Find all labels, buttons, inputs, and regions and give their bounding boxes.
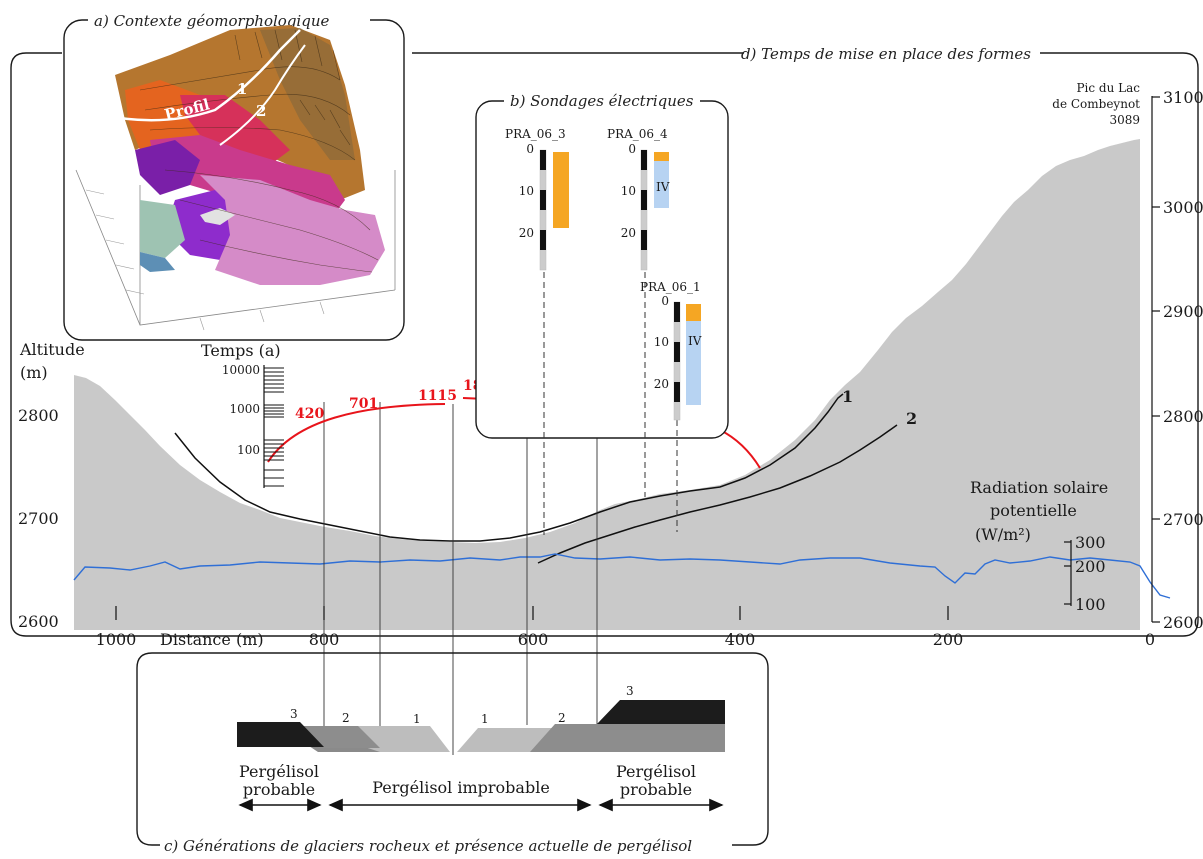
- profile-line-1: [174, 393, 844, 542]
- generation-label: 3: [626, 684, 634, 698]
- sounding-name: PRA_06_3: [505, 127, 566, 141]
- profile-line-2-label: 2: [906, 409, 917, 428]
- depth-tick: 0: [661, 294, 669, 308]
- permafrost-left-label: Pergélisol: [239, 762, 319, 781]
- solar-label: potentielle: [990, 501, 1077, 520]
- solar-unit: (W/m²): [975, 525, 1031, 544]
- terrain-3d-map: Profil 1 2: [75, 25, 396, 331]
- sounding-pra-06-4: PRA_06_4 IV 0 10 20: [607, 127, 670, 271]
- ice-bar: [654, 161, 669, 208]
- depth-tick: 0: [628, 142, 636, 156]
- altitude-tick-right: 3000: [1163, 198, 1203, 217]
- depth-tick: 0: [526, 142, 534, 156]
- zone-label: IV: [688, 334, 702, 348]
- age-axis-tick: 1000: [229, 402, 260, 416]
- glacier-generations-diagram: 3 2 1 1 2 3: [237, 684, 725, 752]
- sounding-connectors: [543, 272, 678, 535]
- ice-bar: [686, 321, 701, 405]
- solar-radiation-line: [73, 553, 1171, 599]
- depth-tick: 10: [621, 184, 636, 198]
- guide-lines: [323, 402, 598, 755]
- panel-d-title: d) Temps de mise en place des formes: [741, 45, 1031, 63]
- depth-tick: 10: [654, 335, 669, 349]
- altitude-label: Altitude: [19, 340, 85, 359]
- frozen-bar: [686, 304, 701, 321]
- panel-a-title: a) Contexte géomorphologique: [94, 12, 329, 30]
- depth-tick: 20: [621, 226, 636, 240]
- distance-tick: 400: [725, 630, 756, 649]
- altitude-tick-right: 3100: [1163, 88, 1203, 107]
- sounding-name: PRA_06_4: [607, 127, 668, 141]
- altitude-unit: (m): [20, 363, 48, 382]
- distance-tick: 600: [518, 630, 549, 649]
- panel-c-frame: [136, 652, 769, 846]
- altitude-tick-right: 2800: [1163, 407, 1203, 426]
- generation-label: 1: [413, 712, 421, 726]
- generation-label: 2: [558, 711, 566, 725]
- age-axis-tick: 10000: [222, 363, 260, 377]
- solar-tick: 300: [1075, 533, 1106, 552]
- solar-label: Radiation solaire: [970, 478, 1108, 497]
- depth-tick: 10: [519, 184, 534, 198]
- permafrost-middle-label: Pergélisol improbable: [372, 778, 550, 797]
- distance-tick: 800: [309, 630, 340, 649]
- peak-name: Pic du Lac: [1076, 81, 1140, 95]
- sounding-pra-06-3: PRA_06_3 0 10 20: [505, 127, 569, 271]
- altitude-tick-left: 2600: [18, 612, 59, 631]
- altitude-tick-right: 2600: [1163, 613, 1203, 632]
- permafrost-right-label: Pergélisol: [616, 762, 696, 781]
- distance-ticks: [115, 606, 949, 620]
- zone-label: IV: [656, 180, 670, 194]
- depth-tick: 20: [654, 377, 669, 391]
- generation-label: 1: [481, 712, 489, 726]
- panel-b-title: b) Sondages électriques: [510, 92, 694, 110]
- inset-line-1-label: 1: [237, 80, 247, 98]
- age-label: 420: [295, 406, 324, 422]
- depth-tick: 20: [519, 226, 534, 240]
- inset-line-2-label: 2: [256, 102, 266, 120]
- panel-d-frame: [10, 52, 1199, 637]
- generation-label: 3: [290, 707, 298, 721]
- frozen-bar: [654, 152, 669, 161]
- profile-line-2: [537, 424, 898, 564]
- distance-tick: 0: [1145, 630, 1155, 649]
- distance-tick: 200: [933, 630, 964, 649]
- profile-line-1-label: 1: [842, 387, 853, 406]
- altitude-tick-right: 2700: [1163, 510, 1203, 529]
- peak-name: de Combeynot: [1052, 97, 1140, 111]
- solar-axis-ticks: [1064, 541, 1071, 605]
- distance-label: Distance (m): [160, 630, 264, 649]
- altitude-tick-left: 2700: [18, 509, 59, 528]
- permafrost-right-label: probable: [620, 780, 692, 799]
- age-axis-tick: 100: [237, 443, 260, 457]
- sounding-name: PRA_06_1: [640, 280, 701, 294]
- panel-c-title: c) Générations de glaciers rocheux et pr…: [164, 837, 692, 855]
- solar-tick: 100: [1075, 595, 1106, 614]
- terrain-profile: [74, 139, 1140, 630]
- age-axis-minor-ticks: [264, 367, 284, 487]
- altitude-tick-right: 2900: [1163, 302, 1203, 321]
- age-label: 1115: [418, 388, 457, 404]
- solar-tick: 200: [1075, 557, 1106, 576]
- age-label: 701: [349, 396, 378, 412]
- altitude-tick-left: 2800: [18, 406, 59, 425]
- right-altitude-ticks: [1152, 96, 1160, 623]
- frozen-bar: [553, 152, 569, 228]
- permafrost-left-label: probable: [243, 780, 315, 799]
- age-axis-label: Temps (a): [201, 341, 281, 360]
- sounding-pra-06-1: PRA_06_1 IV 0 10 20: [640, 280, 702, 421]
- peak-altitude: 3089: [1109, 113, 1140, 127]
- distance-tick: 1000: [96, 630, 137, 649]
- generation-label: 2: [342, 711, 350, 725]
